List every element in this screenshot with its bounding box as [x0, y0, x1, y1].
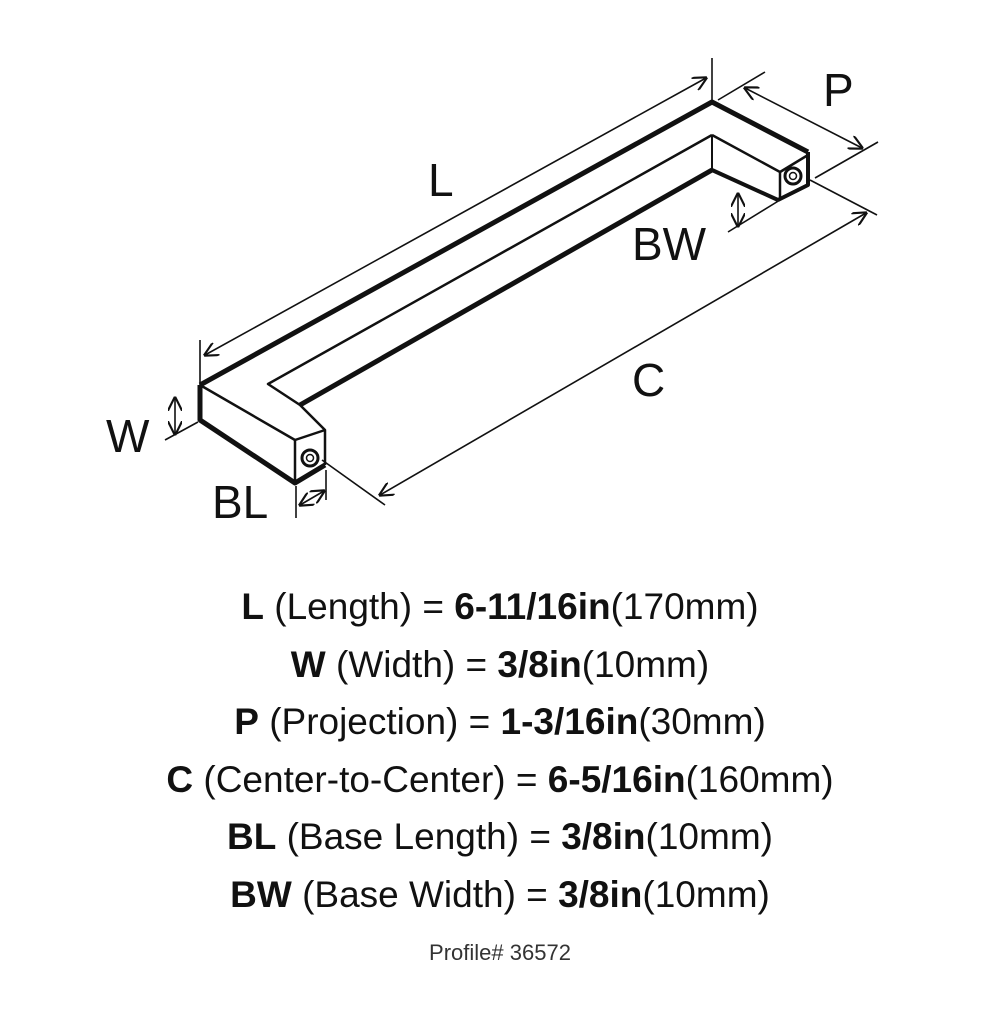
spec-name: (Base Length) =	[286, 816, 551, 857]
spec-metric: (160mm)	[685, 758, 834, 800]
label-c: C	[632, 354, 665, 406]
spec-metric: (10mm)	[645, 816, 773, 857]
spec-metric: (10mm)	[642, 873, 770, 915]
spec-imperial: 6-11/16in	[454, 586, 611, 627]
spec-name: (Length) =	[274, 586, 444, 627]
spec-code: BL	[227, 816, 277, 857]
label-l: L	[428, 154, 454, 206]
handle-dimension-drawing: L P BW C W BL	[106, 58, 879, 528]
spec-base-width: BW (Base Width) = 3/8in(10mm)	[0, 866, 1000, 924]
spec-center-to-center: C (Center-to-Center) = 6-5/16in(160mm)	[0, 751, 1000, 809]
spec-projection: P (Projection) = 1-3/16in(30mm)	[0, 693, 1000, 751]
spec-name: (Center-to-Center) =	[203, 758, 538, 800]
label-bl: BL	[212, 476, 268, 528]
spec-code: L	[241, 586, 264, 627]
spec-metric: (170mm)	[610, 586, 759, 627]
spec-name: (Base Width) =	[302, 873, 548, 915]
spec-imperial: 3/8in	[497, 643, 582, 685]
mounting-hole-icons	[300, 166, 803, 468]
dimension-lines	[164, 58, 879, 518]
spec-imperial: 3/8in	[558, 873, 643, 915]
spec-metric: (10mm)	[581, 643, 710, 685]
spec-name: (Width) =	[336, 643, 488, 685]
spec-name: (Projection) =	[269, 701, 491, 742]
handle-outline	[197, 99, 810, 486]
label-p: P	[823, 64, 854, 116]
profile-number: Profile# 36572	[429, 940, 571, 965]
label-w: W	[106, 410, 150, 462]
spec-imperial: 1-3/16in	[500, 701, 639, 742]
spec-code: BW	[230, 873, 292, 915]
spec-length: L (Length) = 6-11/16in(170mm)	[0, 578, 1000, 636]
spec-width: W (Width) = 3/8in(10mm)	[0, 636, 1000, 694]
spec-metric: (30mm)	[638, 701, 766, 742]
spec-code: C	[166, 758, 194, 800]
label-bw: BW	[632, 218, 707, 270]
spec-imperial: 3/8in	[561, 816, 646, 857]
spec-code: P	[234, 701, 259, 742]
spec-base-length: BL (Base Length) = 3/8in(10mm)	[0, 808, 1000, 866]
spec-imperial: 6-5/16in	[547, 758, 686, 800]
spec-code: W	[290, 643, 326, 685]
spec-list: L (Length) = 6-11/16in(170mm) W (Width) …	[0, 578, 1000, 923]
